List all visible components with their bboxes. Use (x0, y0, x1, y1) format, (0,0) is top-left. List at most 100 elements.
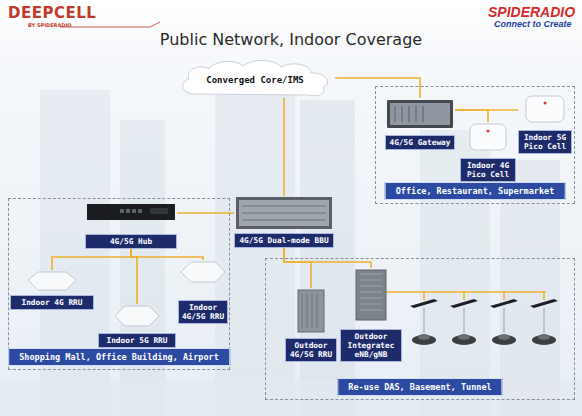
device-box: 4G/5G Gateway (385, 98, 455, 150)
group-box: Shopping Mall, Office Building, Airport 4… (8, 198, 230, 370)
label-pill: 4G/5G Dual-mode BBU (234, 233, 334, 248)
label-pill: Indoor 5G RRU (98, 333, 176, 348)
device-box: 4G/5G Dual-mode BBU (234, 196, 334, 248)
das-unit (410, 299, 438, 308)
ceiling-antenna (452, 335, 476, 345)
ceiling-antenna (492, 335, 516, 345)
hub-port (126, 209, 130, 213)
das-unit (490, 299, 518, 308)
das-drop (424, 292, 544, 300)
ceiling-antenna (532, 335, 556, 345)
connector-line (284, 248, 311, 288)
node-label: Indoor 4G/5G RRU (181, 303, 225, 321)
logo-text: Connect to Create (494, 19, 572, 29)
outdoor-rru (298, 290, 324, 332)
logo-text: SPIDERADIO (488, 4, 575, 20)
hub-unit (87, 204, 175, 220)
das-wiring (386, 292, 546, 300)
group-box: Office, Restaurant, Supermarket 4G/5G Gat… (375, 86, 575, 204)
gateway-server (387, 100, 453, 128)
cloud-text-area: Converged Core/IMS (175, 58, 335, 98)
connector-line (52, 249, 131, 270)
cloud-node: Converged Core/IMS (175, 58, 335, 98)
das-antennas (412, 334, 556, 345)
server-chassis (387, 100, 453, 128)
label-pill: Indoor 4G/5G RRU (178, 300, 228, 324)
connector-line (455, 110, 488, 122)
group-pill: Re-use DAS, Basement, Tunnel (337, 378, 502, 396)
node-label: 4G/5G Dual-mode BBU (237, 236, 331, 245)
bbu-slots (242, 206, 326, 220)
connector-line (283, 98, 285, 196)
diagram-title: Public Network, Indoor Coverage (0, 30, 582, 49)
antenna-dome (458, 334, 470, 340)
node-label: 4G/5G Hub (88, 237, 174, 246)
hub-panel (150, 208, 168, 214)
antenna-leads (424, 308, 544, 333)
group-box: Re-use DAS, Basement, Tunnel Outdoor 4G/5… (265, 258, 575, 400)
group-pill: Office, Restaurant, Supermarket (385, 182, 566, 200)
device-box: Indoor 4G/5G RRU (178, 260, 228, 324)
group-label: Shopping Mall, Office Building, Airport (19, 352, 219, 362)
label-pill: 4G/5G Gateway (385, 135, 455, 150)
das-units (410, 299, 558, 308)
node-label: Indoor 5G RRU (101, 336, 173, 345)
indoor-rru-4g (28, 272, 76, 290)
label-pill: Indoor 5G Pico Cell (518, 130, 572, 154)
cloud-label: Converged Core/IMS (206, 75, 304, 85)
device-box: Indoor 5G RRU (98, 304, 176, 348)
group-label: Office, Restaurant, Supermarket (396, 186, 555, 196)
rru-body (115, 306, 159, 326)
rru-body (28, 272, 76, 290)
antenna-dome (538, 334, 550, 340)
drive-bays (395, 106, 423, 122)
connector-line (131, 249, 137, 304)
label-pill: Indoor 4G RRU (10, 295, 94, 310)
hub-port (138, 209, 142, 213)
indoor-rru-4g5g (181, 262, 225, 282)
bbu-front (239, 200, 329, 226)
indoor-rru-5g (115, 306, 159, 326)
das-unit (450, 299, 478, 308)
server-front (390, 103, 450, 125)
hub-port (132, 209, 136, 213)
pico-cell-5g (526, 96, 564, 122)
logo-text: DEEPCELL (8, 4, 96, 22)
antenna-dome (418, 334, 430, 340)
pico-led (544, 102, 547, 105)
rru-body (181, 262, 225, 282)
device-box: Outdoor Integratec eNB/gNB (340, 268, 402, 362)
pico-cell-4g (470, 124, 506, 150)
pico-body (526, 96, 564, 122)
node-label: Indoor 5G Pico Cell (521, 133, 569, 151)
label-pill: Outdoor 4G/5G RRU (285, 338, 337, 362)
group-pill: Shopping Mall, Office Building, Airport (8, 348, 230, 366)
device-box: Indoor 4G RRU (10, 270, 94, 310)
label-pill: Indoor 4G Pico Cell (460, 158, 516, 182)
device-box: Indoor 5G Pico Cell (518, 94, 572, 154)
device-box: 4G/5G Hub (85, 203, 177, 249)
node-label: 4G/5G Gateway (388, 138, 452, 147)
bbu-chassis (236, 197, 332, 229)
cloud-outline (183, 60, 328, 95)
connector-line (131, 249, 203, 260)
label-pill: 4G/5G Hub (85, 234, 177, 249)
hub-port (120, 209, 124, 213)
building (120, 120, 165, 416)
node-label: Outdoor 4G/5G RRU (288, 341, 334, 359)
antenna-dome (498, 334, 510, 340)
building (40, 90, 110, 416)
ceiling-antenna (412, 335, 436, 345)
logo-underline (60, 22, 160, 27)
group-label: Re-use DAS, Basement, Tunnel (348, 382, 491, 392)
rru-housing (298, 290, 324, 332)
connector-line (177, 212, 234, 214)
pico-led (487, 130, 490, 133)
cooling-fins (360, 274, 382, 310)
antenna-lead (424, 308, 544, 333)
node-label: Outdoor Integratec eNB/gNB (343, 332, 399, 359)
das-unit (530, 299, 558, 308)
hub-chassis (87, 204, 175, 220)
device-box: Outdoor 4G/5G RRU (285, 288, 337, 362)
